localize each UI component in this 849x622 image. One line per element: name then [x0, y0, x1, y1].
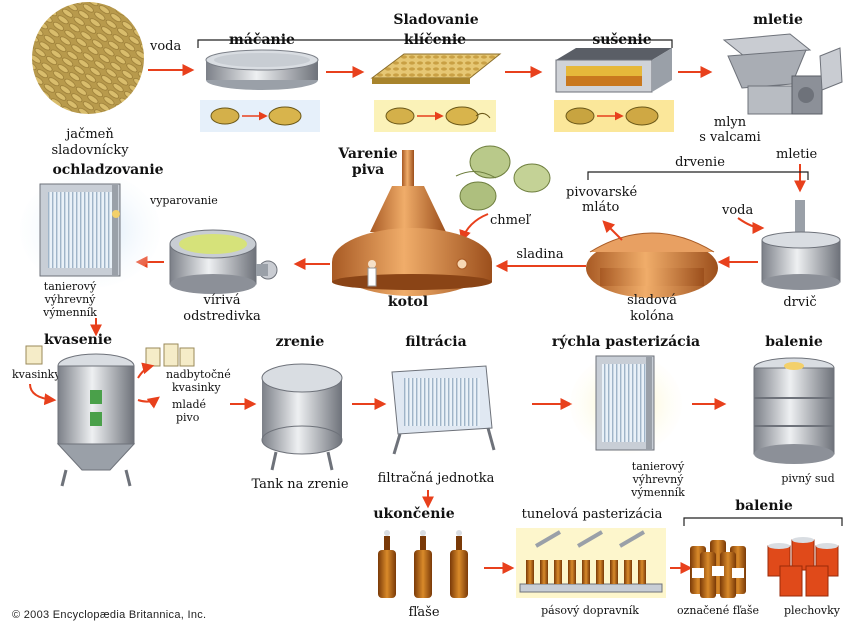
cans-icon — [768, 537, 838, 596]
stage-fermentation-title: kvasenie — [44, 332, 112, 348]
heat-exchanger-2-label-line1: tanierový — [632, 460, 685, 473]
arrow-fermenter-to-young-beer — [138, 398, 158, 402]
labeled-bottles-icon — [690, 540, 746, 598]
stage-flash-pasteurization-title: rýchla pasterizácia — [552, 333, 700, 350]
fermentation-tank-icon — [58, 354, 134, 486]
beer-keg-icon — [754, 358, 834, 464]
stage-malting-title: Sladovanie — [393, 12, 478, 28]
water-label-1: voda — [149, 39, 181, 54]
barley-label-line1: jačmeň — [64, 127, 114, 142]
arrow-fermenter-to-excess-yeast — [138, 366, 152, 378]
bottles-label: fľaše — [408, 605, 439, 620]
young-beer-label-line1: mladé — [172, 398, 206, 411]
lauter-tun-icon — [586, 233, 718, 298]
cans-label: plechovky — [784, 604, 841, 617]
stage-milling-title: mletie — [753, 12, 803, 28]
copyright-text: © 2003 Encyclopædia Britannica, Inc. — [12, 609, 206, 621]
arrow-hops-to-kettle — [462, 214, 488, 240]
crushing-bracket — [588, 172, 808, 180]
spent-grain-label-line2: mláto — [582, 200, 619, 215]
lauter-label-line2: kolóna — [630, 309, 674, 324]
yeast-glass-1-icon — [26, 346, 42, 364]
roller-mill-icon — [724, 34, 842, 114]
arrow-water-to-crusher — [738, 218, 762, 228]
wort-label: sladina — [516, 247, 563, 262]
stage-filtration-title: filtrácia — [405, 334, 466, 350]
maturation-tank-label: Tank na zrenie — [251, 477, 348, 492]
stage-completion-title: ukončenie — [373, 506, 454, 522]
plate-heat-exchanger-1-icon — [40, 184, 120, 276]
filter-unit-label: filtračná jednotka — [378, 471, 495, 486]
young-beer-label-line2: pivo — [176, 411, 200, 424]
plate-heat-exchanger-2-icon — [596, 356, 654, 450]
arrow-lauter-to-spent-grain — [604, 222, 622, 240]
heat-exchanger-2-label-line3: výmenník — [630, 486, 685, 499]
worker-figure-icon — [368, 260, 376, 286]
whirlpool-label-line2: odstredivka — [183, 309, 261, 324]
stage-germination-title: klíčenie — [404, 32, 466, 48]
crusher-label: drvič — [783, 295, 816, 310]
conveyor-label: pásový dopravník — [541, 604, 639, 617]
kiln-icon — [556, 48, 672, 92]
kettle-label: kotol — [388, 294, 428, 310]
heat-exchanger-2-label-line2: výhrevný — [632, 473, 685, 486]
whirlpool-icon — [170, 230, 277, 294]
maturation-tank-icon — [262, 364, 342, 470]
excess-yeast-glasses-icon — [146, 344, 194, 366]
crushing-label: drvenie — [675, 155, 725, 170]
heat-exchanger-1-label-line2: výhrevný — [44, 293, 97, 306]
stage-brewing-title-line1: Varenie — [337, 146, 397, 162]
lauter-label-line1: sladová — [627, 293, 677, 308]
stage-packaging-final-title: balenie — [735, 498, 793, 514]
filter-unit-icon — [392, 366, 494, 454]
stage-maturation-title: zrenie — [276, 334, 325, 350]
heat-exchanger-1-label-line3: výmenník — [42, 306, 97, 319]
barley-pile-icon — [32, 2, 144, 114]
hops-label: chmeľ — [490, 213, 532, 228]
yeast-label: kvasinky — [12, 368, 61, 381]
stage-packaging-keg-title: balenie — [765, 334, 823, 350]
crusher-tank-icon — [762, 200, 840, 290]
stage-kilning-title: sušenie — [592, 32, 651, 48]
mill-label-line1: mlyn — [714, 115, 747, 130]
tunnel-pasteurization-label: tunelová pasterizácia — [522, 507, 663, 522]
spent-grain-label-line1: pivovarské — [566, 185, 638, 200]
bottles-icon — [378, 530, 468, 598]
heat-exchanger-1-label-line1: tanierový — [44, 280, 97, 293]
packaging-bracket — [684, 518, 842, 526]
hops-icon — [456, 146, 550, 210]
barley-label-line2: sladovnícky — [51, 143, 129, 158]
stage-brewing-title-line2: piva — [352, 162, 384, 178]
keg-label: pivný sud — [781, 472, 834, 485]
stage-steeping-title: máčanie — [229, 32, 295, 48]
whirlpool-label-line1: vírivá — [203, 293, 241, 308]
steeping-tank-icon — [206, 50, 318, 90]
excess-yeast-label-line1: nadbytočné — [166, 368, 231, 381]
milling-label-mid: mletie — [776, 147, 818, 162]
evaporation-label: vyparovanie — [149, 194, 218, 207]
mill-label-line2: s valcami — [699, 130, 761, 145]
excess-yeast-label-line2: kvasinky — [172, 381, 221, 394]
labeled-bottles-label: označené fľaše — [677, 604, 759, 617]
germination-tray-icon — [372, 54, 500, 84]
arrow-yeast-to-fermenter — [30, 384, 54, 400]
water-label-2: voda — [721, 203, 753, 218]
